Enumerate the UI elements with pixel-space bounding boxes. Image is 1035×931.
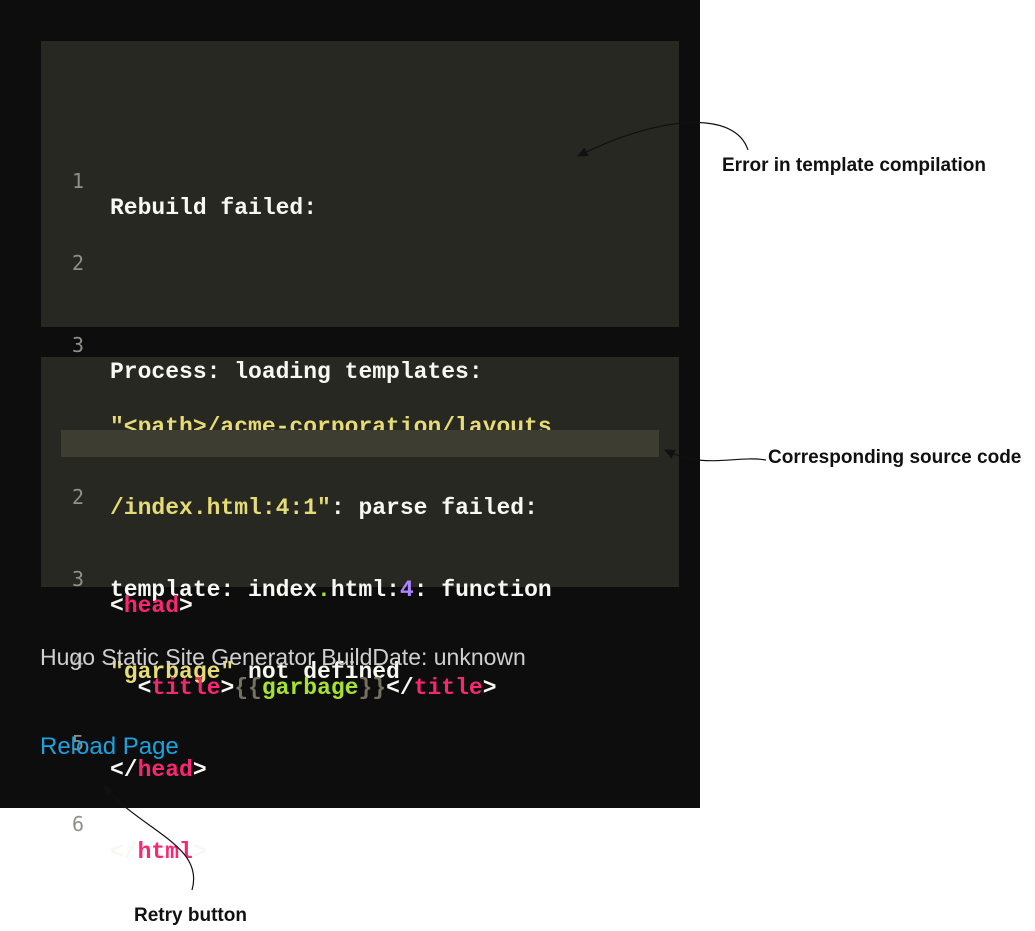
tag-bracket: > (220, 674, 235, 701)
template-delimiter: {{ (234, 674, 262, 701)
tag-bracket: > (192, 756, 207, 783)
template-variable: garbage (261, 674, 359, 701)
error-not-defined-text: not defined (234, 659, 400, 686)
error-function-name: "garbage" (110, 659, 235, 686)
code-line: 1 Rebuild failed: (0, 141, 700, 221)
code-line: 2 (0, 222, 700, 275)
error-line-text: Rebuild failed: (110, 195, 318, 222)
callout-retry-label: Retry button (134, 905, 247, 926)
highlighted-line-bar (61, 430, 659, 457)
line-number: 4 (72, 648, 85, 673)
template-delimiter: }} (358, 674, 387, 701)
callout-retry-arrow (103, 785, 195, 891)
code-line-wrapped: /index.html:4:1": parse failed: (0, 468, 700, 521)
tag-name: head (123, 593, 180, 620)
tag-bracket: </ (386, 674, 414, 701)
line-number: 3 (72, 332, 85, 357)
callout-source-label: Corresponding source code (768, 447, 1022, 468)
callout-error-arrow (576, 121, 749, 157)
line-number: 5 (72, 730, 85, 755)
tag-bracket: > (482, 674, 497, 701)
code-line: 3 <head> (0, 538, 700, 619)
error-message-panel (41, 41, 679, 327)
code-line: 2 (0, 457, 700, 509)
line-number: 3 (72, 566, 85, 591)
code-line: 6 </html> (0, 784, 700, 864)
tag-bracket: > (192, 838, 207, 865)
tag-name: html (137, 838, 193, 865)
tag-bracket: < (137, 674, 152, 701)
reload-page-link[interactable]: Reload Page (40, 733, 179, 760)
tag-name: title (151, 674, 221, 701)
error-template-text: : function (413, 577, 552, 604)
error-screen: 1 Rebuild failed: 2 3 Process: loading t… (0, 0, 700, 865)
source-code-panel (41, 357, 679, 587)
code-line-highlighted: 4 <title>{{garbage}}</title> (0, 620, 700, 701)
build-info-text: Hugo Static Site Generator BuildDate: un… (40, 644, 526, 670)
line-number: 2 (72, 250, 85, 275)
error-line-ref: 4 (399, 577, 414, 604)
error-template-text: template: index (110, 577, 318, 604)
callout-error-label: Error in template compilation (722, 155, 986, 176)
tag-name: head (137, 756, 193, 783)
callout-source-arrow (663, 449, 767, 462)
line-number: 2 (72, 484, 85, 509)
error-path-string: /index.html:4:1" (110, 495, 331, 522)
error-code-block: 1 Rebuild failed: 2 3 Process: loading t… (0, 86, 700, 714)
tag-bracket: </ (110, 756, 138, 783)
tag-bracket: > (179, 593, 193, 620)
error-line-text: Process: loading templates: (110, 358, 483, 385)
line-number: 1 (72, 168, 85, 193)
code-line: 5 </head> (0, 702, 700, 783)
error-template-dot: . (317, 577, 331, 604)
line-number: 6 (72, 812, 85, 837)
source-code-block: 2 3 <head> 4 <title>{{garbage}}</title> … (0, 402, 700, 866)
code-line: 3 Process: loading templates: (0, 304, 700, 385)
code-line-wrapped: "garbage" not defined (0, 632, 700, 685)
tag-name: title (413, 674, 483, 701)
error-parse-text: : parse failed: (330, 495, 538, 522)
tag-bracket: </ (110, 838, 138, 865)
code-line-wrapped: template: index.html:4: function (0, 550, 700, 603)
tag-bracket: < (110, 593, 124, 620)
error-template-text: html: (330, 577, 400, 604)
